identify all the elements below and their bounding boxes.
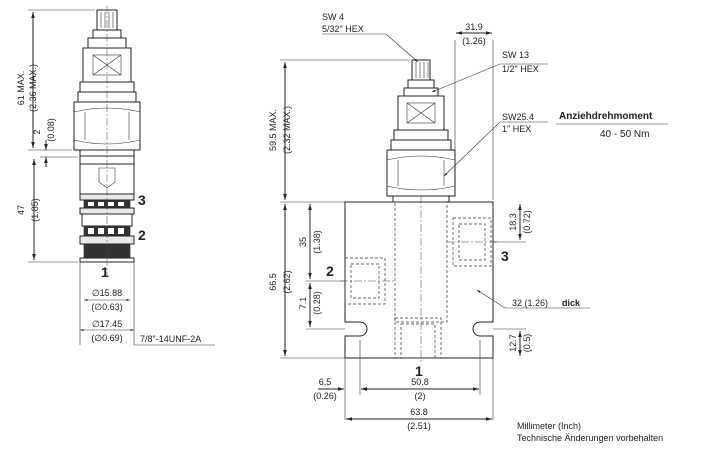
- diameter-15-label: ∅15.88: [92, 288, 122, 298]
- sw4-hex-label: 5/32" HEX: [322, 24, 364, 34]
- torque-value: 40 - 50 Nm: [600, 129, 649, 140]
- right-port-1-label: 1: [415, 363, 423, 379]
- height-61-label: 61 MAX.: [16, 71, 26, 106]
- units-note: Millimeter (Inch): [517, 421, 581, 431]
- dim-35-label: 35: [298, 237, 308, 247]
- manifold-block: [344, 201, 494, 359]
- height-61-inch-label: (2.36 MAX.): [28, 64, 38, 112]
- changes-note: Technische Änderungen vorbehalten: [517, 433, 663, 443]
- sw13-hex-label: 1/2" HEX: [502, 64, 539, 74]
- sw25-label: SW25.4: [502, 112, 534, 122]
- dim-7-label: 7.1: [298, 297, 308, 310]
- dim-50-inch-label: (2): [415, 391, 426, 401]
- dim-18-label: 18.3: [508, 213, 518, 231]
- dim-6-label: 6.5: [319, 377, 332, 387]
- left-port-1-label: 1: [101, 264, 109, 280]
- diameter-17-inch-label: (∅0.69): [91, 333, 122, 343]
- right-port-2-label: 2: [326, 263, 334, 279]
- dim-18-inch-label: (0.72): [522, 210, 532, 234]
- thread-label: 7/8"-14UNF-2A: [140, 334, 201, 344]
- gap-2-label: 2: [32, 129, 42, 134]
- top-width-label: 31.9: [465, 22, 483, 32]
- torque-label: Anziehdrehmoment: [559, 111, 653, 122]
- right-port-3-label: 3: [501, 248, 509, 264]
- sw13-label: SW 13: [502, 50, 529, 60]
- dim-63-inch-label: (2.51): [407, 421, 431, 431]
- dim-63-label: 63.8: [410, 407, 428, 417]
- thickness-word: dick: [562, 298, 581, 308]
- left-port-3-label: 3: [138, 192, 146, 208]
- thickness-label: 32 (1.26): [512, 298, 548, 308]
- gap-2-inch-label: (0.08): [46, 118, 56, 142]
- height-59-inch-label: (2.32 MAX.): [282, 106, 292, 154]
- left-port-2-label: 2: [138, 227, 146, 243]
- dim-6-inch-label: (0.26): [313, 391, 337, 401]
- dim-35-inch-label: (1.38): [312, 230, 322, 254]
- sw4-label: SW 4: [322, 12, 344, 22]
- diameter-15-inch-label: (∅0.63): [91, 302, 122, 312]
- sw25-hex-label: 1" HEX: [502, 124, 531, 134]
- assembly-view: 31.9 (1.26) SW 4 5/32" HEX SW 13 1/2" HE…: [268, 12, 668, 431]
- top-width-inch-label: (1.26): [462, 36, 486, 46]
- height-59-label: 59.5 MAX.: [268, 109, 278, 151]
- diameter-17-label: ∅17.45: [92, 319, 122, 329]
- dim-12-inch-label: (0.5): [522, 334, 532, 353]
- length-47-label: 47: [16, 205, 26, 215]
- height-66-inch-label: (2.62): [282, 270, 292, 294]
- dim-7-inch-label: (0.28): [312, 291, 322, 315]
- assembly-small-hex-nut: [397, 95, 445, 131]
- cartridge-view: 61 MAX. (2.36 MAX.) 2 (0.08) 47 (1.85) 3…: [16, 6, 215, 346]
- height-66-label: 66.5: [268, 273, 278, 291]
- dim-12-label: 12.7: [508, 334, 518, 352]
- length-47-inch-label: (1.85): [30, 198, 40, 222]
- assembly-large-hex-nut: [386, 149, 456, 197]
- assembly-adjust-screw: [411, 59, 431, 81]
- dim-50-label: 50.8: [411, 377, 429, 387]
